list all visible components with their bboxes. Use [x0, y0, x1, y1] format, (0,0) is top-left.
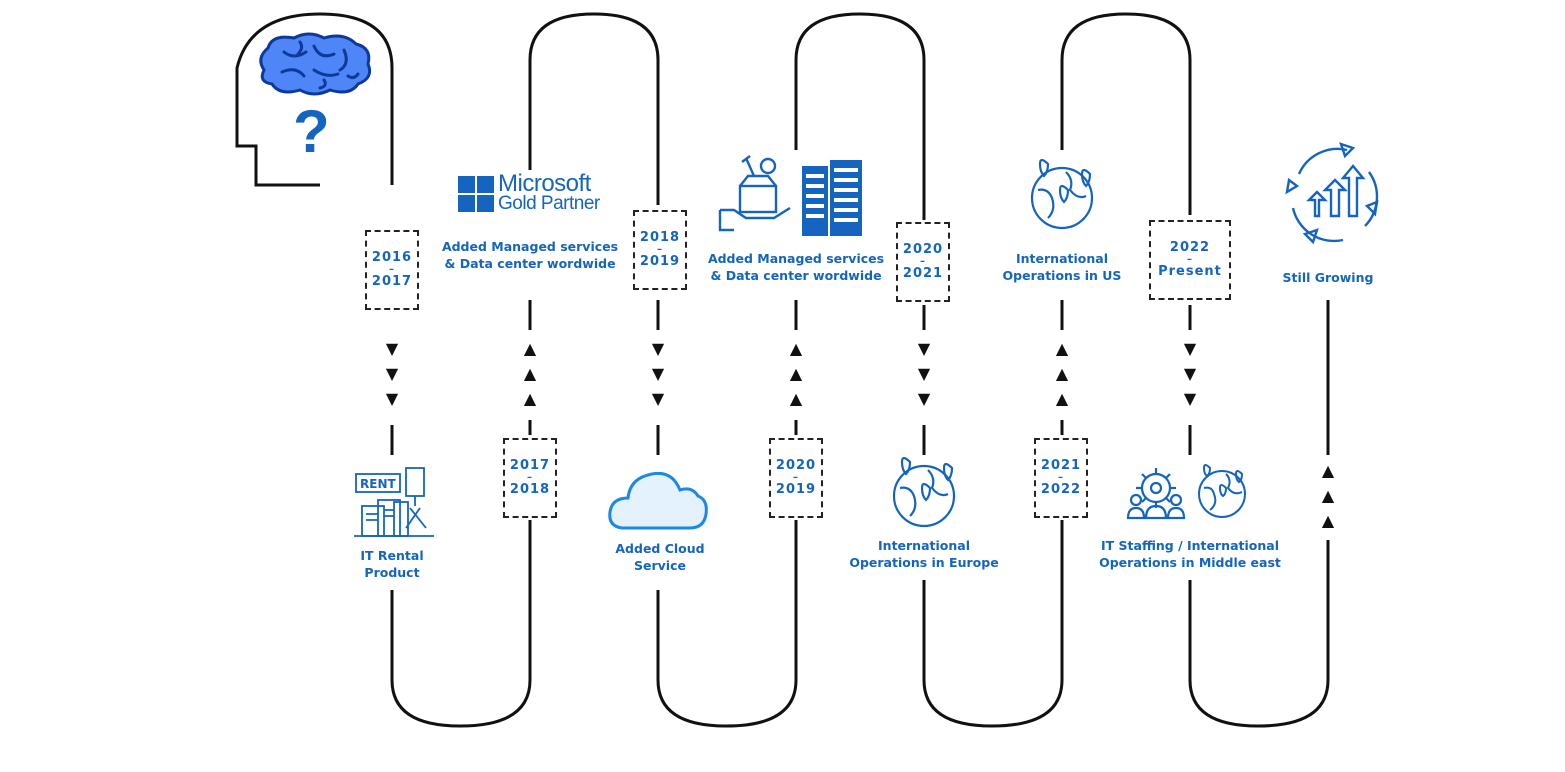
year-box-2020-2019: 2020–2019 [769, 438, 823, 518]
globe-pins-icon [1198, 464, 1246, 518]
down-arrows: ▼▼▼ [651, 339, 665, 408]
up-arrows: ▲▲▲ [1055, 339, 1069, 408]
brand-name: Microsoft [498, 170, 591, 197]
cloud-icon [608, 471, 708, 530]
staffing-gear-icon [1126, 468, 1186, 520]
milestone-label: Still Growing [1282, 270, 1374, 285]
question-mark: ? [293, 98, 330, 165]
down-arrows: ▼▼▼ [1183, 339, 1197, 408]
up-arrows: ▲▲▲ [523, 339, 537, 408]
milestone-label: Added Managed services& Data center word… [707, 251, 885, 283]
growth-arrows-icon [1285, 142, 1379, 245]
year-box-2021-2022: 2021–2022 [1034, 438, 1088, 518]
year-box-2017-2018: 2017–2018 [503, 438, 557, 518]
rent-icon: RENT [354, 467, 434, 537]
server-rack-icon [802, 160, 862, 236]
up-arrows: ▲▲▲ [1321, 461, 1335, 530]
year-box-2018-2019: 2018–2019 [633, 210, 687, 290]
rent-sign: RENT [360, 477, 396, 491]
year-box-2020-2021: 2020–2021 [896, 222, 950, 302]
down-arrows: ▼▼▼ [385, 339, 399, 408]
year-box-2016-2017: 2016–2017 [365, 230, 419, 310]
head-brain-icon [259, 32, 372, 96]
globe-pins-icon [892, 456, 956, 528]
up-arrows: ▲▲▲ [789, 339, 803, 408]
managed-services-icon [718, 155, 791, 232]
down-arrows: ▼▼▼ [917, 339, 931, 408]
year-box-2022-present: 2022–Present [1149, 220, 1231, 300]
brand-sub: Gold Partner [498, 193, 600, 214]
microsoft-logo: Microsoft Gold Partner [458, 170, 600, 214]
globe-pins-icon [1030, 158, 1094, 230]
windows-squares-icon [458, 176, 494, 212]
milestone-label: Added Managed services& Data center word… [441, 239, 619, 271]
